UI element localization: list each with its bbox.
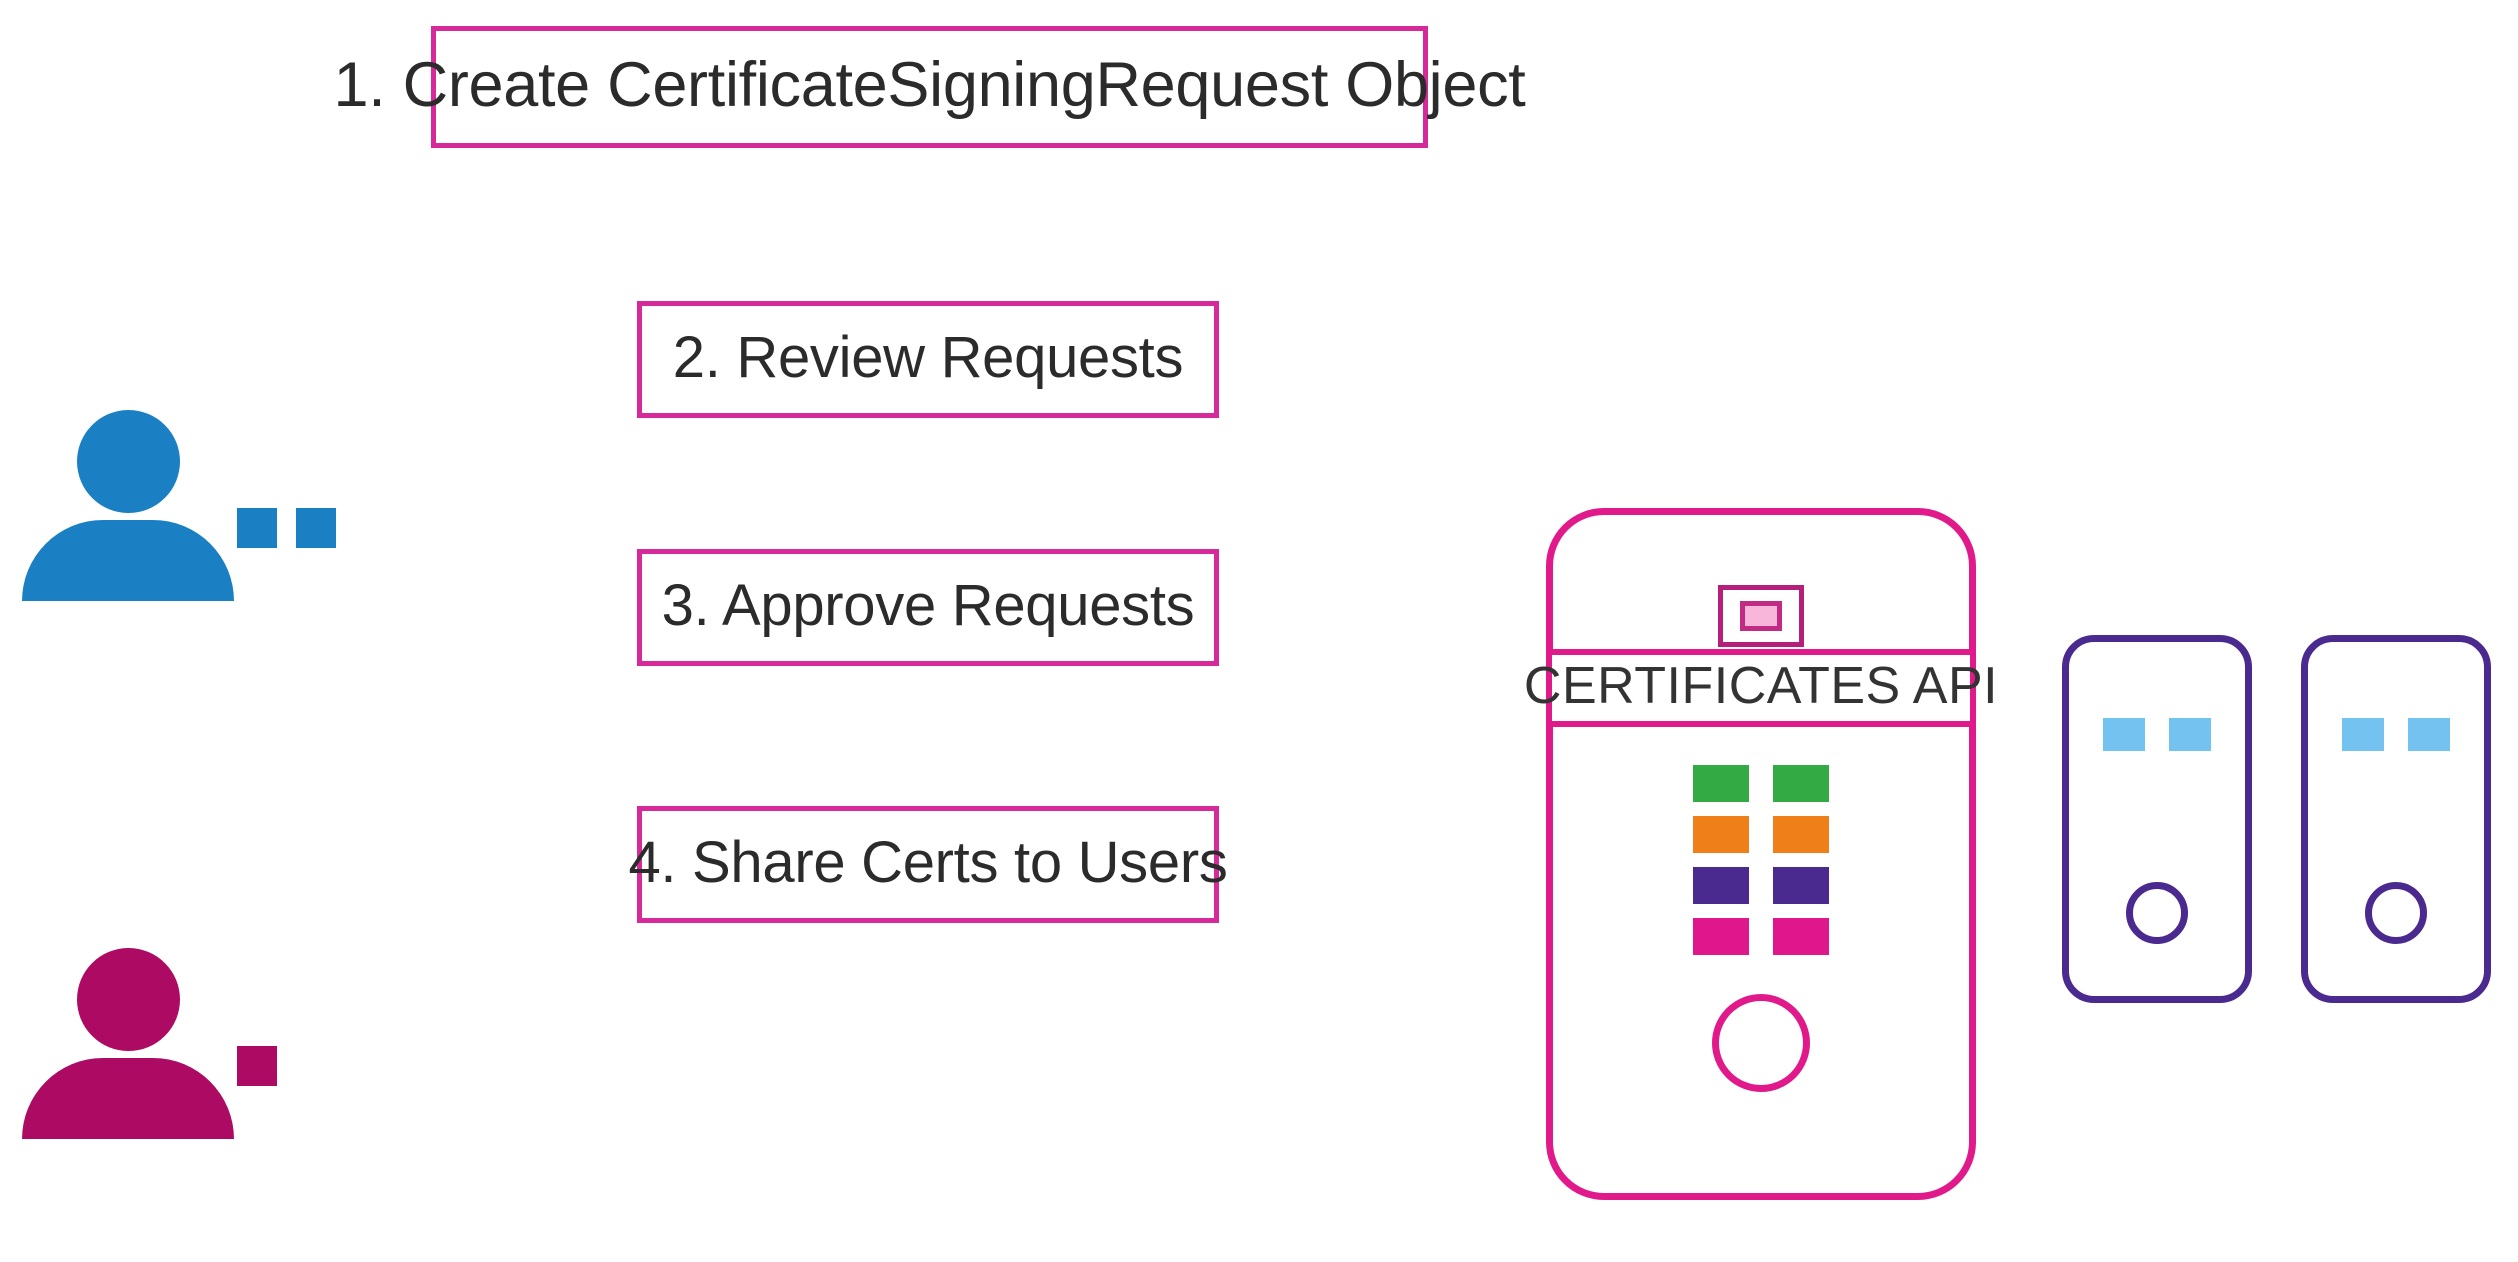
camera-icon (1718, 585, 1804, 647)
server-node-icon-2 (2301, 635, 2491, 1003)
admin-person-body (22, 520, 234, 601)
admin-dot-icon-1 (237, 508, 277, 548)
admin-person-head (77, 410, 180, 513)
user-person-icon (22, 948, 362, 1139)
server-node-icon-1 (2062, 635, 2252, 1003)
server-light-icon-2a (2342, 718, 2384, 751)
tile-magenta-2 (1773, 918, 1829, 955)
port-circle-icon-2 (2365, 882, 2427, 944)
tile-orange-2 (1773, 816, 1829, 853)
step-box-create-csr: 1. Create CertificateSigningRequest Obje… (333, 26, 1526, 148)
step-box-review-requests: 2. Review Requests (637, 301, 1219, 418)
server-lights-1 (2103, 718, 2211, 751)
home-circle-icon (1712, 994, 1810, 1092)
server-lights-2 (2342, 718, 2450, 751)
tile-purple-1 (1693, 867, 1749, 904)
user-person-body (22, 1058, 234, 1139)
user-dot-icon-1 (237, 1046, 277, 1086)
port-circle-icon-1 (2126, 882, 2188, 944)
step-1-label: 1. Create CertificateSigningRequest Obje… (333, 49, 1526, 120)
user-person-head (77, 948, 180, 1051)
tile-green-1 (1693, 765, 1749, 802)
tile-purple-2 (1773, 867, 1829, 904)
server-light-icon-2b (2408, 718, 2450, 751)
device-tile-grid (1693, 765, 1829, 955)
certificates-api-banner: CERTIFICATES API (1524, 649, 1998, 727)
camera-icon-lens (1740, 601, 1782, 631)
step-box-approve-requests: 3. Approve Requests (637, 549, 1219, 666)
step-3-label: 3. Approve Requests (661, 572, 1195, 638)
step-4-label: 4. Share Certs to Users (628, 829, 1228, 895)
tile-orange-1 (1693, 816, 1749, 853)
tile-green-2 (1773, 765, 1829, 802)
admin-person-icon (22, 410, 362, 601)
step-box-share-certs: 4. Share Certs to Users (628, 806, 1228, 923)
server-light-icon-1a (2103, 718, 2145, 751)
tile-magenta-1 (1693, 918, 1749, 955)
server-light-icon-1b (2169, 718, 2211, 751)
certificates-api-device: CERTIFICATES API (1524, 508, 1998, 1200)
admin-dot-icon-2 (296, 508, 336, 548)
step-2-label: 2. Review Requests (672, 324, 1184, 390)
certificates-api-banner-label: CERTIFICATES API (1523, 657, 1999, 715)
